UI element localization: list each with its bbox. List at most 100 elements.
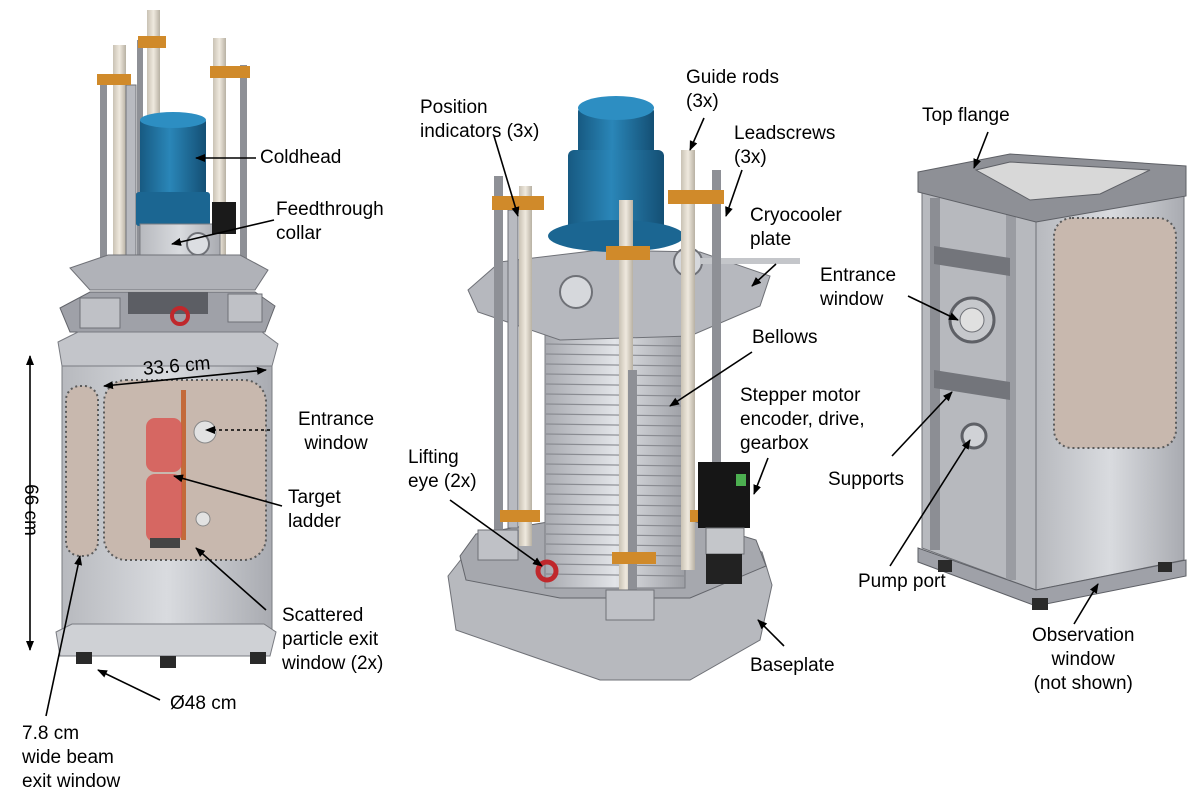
right-support-rail-2 [1006, 208, 1016, 580]
label-observation-line-2: window [1051, 649, 1115, 670]
center-stepper-label [736, 474, 746, 486]
right-pump-port [960, 422, 988, 450]
bellows-ring [545, 493, 685, 497]
label-bellows: Bellows [752, 326, 817, 350]
feedthrough-leader [171, 219, 275, 246]
bellows-ring [545, 393, 685, 397]
center-gearbox [705, 527, 745, 555]
label-top-flange-line-1: Top flange [922, 105, 1010, 126]
label-guide-rods: Guide rods (3x) [686, 66, 779, 114]
bellows-ring [545, 523, 685, 527]
left-ladder-base [150, 538, 180, 548]
bellows-ring [545, 353, 685, 357]
left-indicator-bar [125, 84, 137, 281]
bellows-ring [545, 443, 685, 447]
observation-leader [1073, 583, 1099, 625]
label-observation-window: Observation window (not shown) [1032, 624, 1134, 696]
label-beam-exit-line-3: exit window [22, 771, 121, 792]
left-motor-box [212, 202, 236, 234]
center-bellows-rings [545, 343, 685, 577]
bellows-ring [545, 463, 685, 467]
label-height-line-1: 66 cm [20, 484, 41, 536]
center-leadscrew-3 [628, 370, 637, 600]
left-cryocooler-plate [69, 254, 269, 291]
bellows-ring [545, 383, 685, 387]
right-entrance-window-inner [959, 307, 985, 333]
baseplate-leader [757, 619, 785, 647]
center-collar-port-1 [559, 275, 593, 309]
label-scattered-line-2: particle exit [282, 629, 379, 650]
center-bracket-5 [612, 552, 656, 564]
label-leadscrews-line-1: Leadscrews [734, 123, 836, 144]
bellows-ring [545, 563, 685, 567]
label-pump-line-1: Pump port [858, 571, 946, 592]
left-side-window [65, 385, 99, 557]
label-cryocooler-line-2: plate [750, 229, 792, 250]
left-bracket-3 [97, 74, 131, 85]
label-entrance-window-left: Entrance window [298, 408, 374, 456]
label-baseplate: Baseplate [750, 654, 835, 678]
label-feedthrough-line-1: Feedthrough [276, 199, 384, 220]
left-entrance-port [193, 420, 217, 444]
cryocooler-leader [751, 263, 777, 287]
center-coldhead-body [568, 150, 664, 232]
left-bellows-base [128, 292, 208, 314]
right-foot-2 [1032, 598, 1048, 610]
left-target-rod [181, 390, 186, 540]
right-foot-1 [938, 560, 952, 572]
label-scattered-line-3: window (2x) [282, 653, 384, 674]
left-lifting-eye [170, 306, 190, 326]
right-support-2 [934, 370, 1010, 400]
label-lifting-eye: Lifting eye (2x) [408, 446, 477, 494]
label-stepper-line-3: gearbox [740, 433, 809, 454]
label-bellows-line-1: Bellows [752, 327, 818, 348]
top-flange-leader [973, 131, 989, 169]
guide-leader [689, 117, 705, 151]
lifting-leader [449, 499, 543, 567]
label-scattered-particle-window: Scattered particle exit window (2x) [282, 604, 383, 676]
bellows-ring [545, 483, 685, 487]
center-guide-rod-1 [681, 150, 695, 570]
center-bracket-4 [500, 510, 540, 522]
left-foot-1 [76, 652, 92, 664]
bellows-ring [545, 513, 685, 517]
bellows-ring [545, 543, 685, 547]
center-bracket-1 [492, 196, 544, 210]
label-stepper-line-1: Stepper motor [740, 385, 861, 406]
right-foot-3 [1158, 562, 1172, 572]
left-baseplate [55, 623, 277, 657]
bellows-ring [545, 473, 685, 477]
label-feedthrough-line-2: collar [276, 223, 322, 244]
bellows-ring [545, 503, 685, 507]
scattered-leader [195, 547, 267, 611]
right-annotation-lines [889, 131, 1099, 625]
bellows-ring [545, 573, 685, 577]
label-position-indicators: Position indicators (3x) [420, 96, 539, 144]
center-indicator-bar [507, 209, 519, 529]
label-cryocooler-plate: Cryocooler plate [750, 204, 842, 252]
label-scattered-line-1: Scattered [282, 605, 364, 626]
center-annotation-lines [449, 117, 785, 647]
bellows-ring [545, 433, 685, 437]
label-top-flange: Top flange [922, 104, 1010, 128]
center-gearbox-lower [706, 554, 742, 584]
pump-leader [889, 439, 971, 567]
center-stage-assembly [447, 96, 800, 681]
right-chamber-base [917, 547, 1187, 607]
label-leadscrews-line-2: (3x) [734, 147, 767, 168]
label-height-dimension: 66 cm [18, 484, 42, 536]
label-baseplate-line-1: Baseplate [750, 655, 835, 676]
label-beam-exit-line-2: wide beam [22, 747, 114, 768]
label-feedthrough-collar: Feedthrough collar [276, 198, 384, 246]
label-entrance-left-line-2: window [304, 433, 368, 454]
label-guide-line-2: (3x) [686, 91, 719, 112]
left-coldhead [140, 118, 206, 198]
position-leader [493, 135, 520, 217]
stepper-leader [753, 457, 769, 495]
label-beam-exit-line-1: 7.8 cm [22, 723, 80, 744]
label-pump-port: Pump port [858, 570, 946, 594]
label-position-line-2: indicators (3x) [420, 121, 540, 142]
label-lifting-line-1: Lifting [408, 447, 459, 468]
bellows-ring [545, 533, 685, 537]
